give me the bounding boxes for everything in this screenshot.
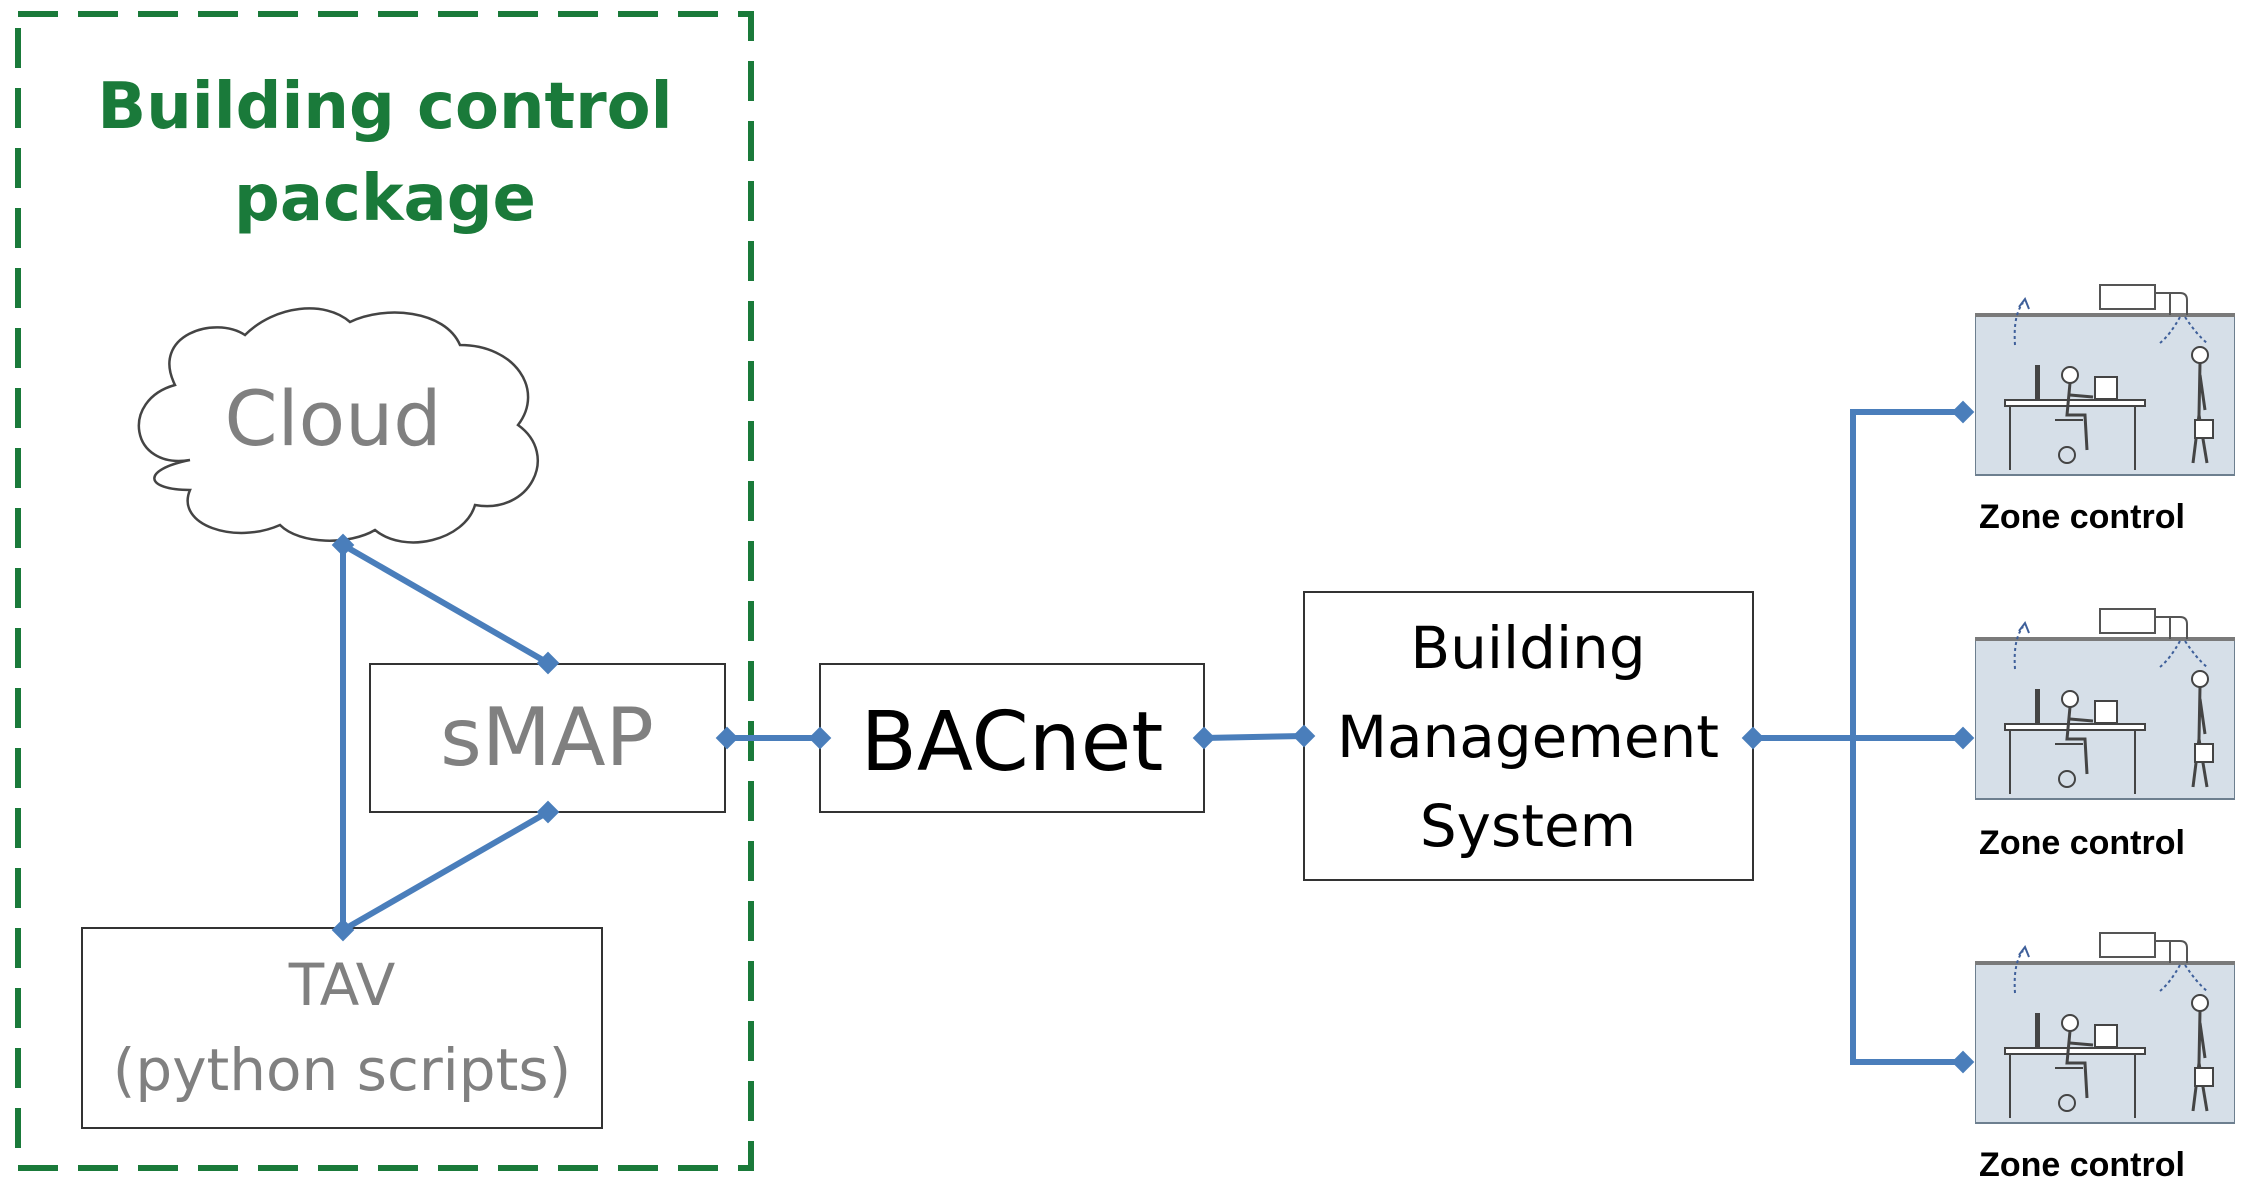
office-zone-icon xyxy=(1975,933,2235,1123)
smap-node xyxy=(369,663,726,813)
bacnet-label: BACnet xyxy=(861,695,1164,790)
tav-to-smap-connector xyxy=(340,809,551,933)
cloud-label: Cloud xyxy=(224,374,441,463)
tav-label-line1: TAV xyxy=(288,951,396,1019)
zone-control-2: Zone control xyxy=(1975,609,2235,862)
smap-label: sMAP xyxy=(440,691,654,784)
zone-label: Zone control xyxy=(1979,824,2185,862)
cloud-to-smap-connector xyxy=(340,542,551,666)
connectors xyxy=(340,409,1966,1065)
bms-label-line2: Management xyxy=(1337,703,1719,771)
tav-label-line2: (python scripts) xyxy=(113,1036,571,1104)
tav-node xyxy=(81,927,603,1129)
zone-control-3: Zone control xyxy=(1975,933,2235,1182)
cloud-icon xyxy=(137,307,539,544)
bacnet-to-bms-connector xyxy=(1201,733,1307,741)
zone-label: Zone control xyxy=(1979,498,2185,536)
office-zone-icon xyxy=(1975,285,2235,475)
bms-label-line3: System xyxy=(1420,792,1636,860)
zone-label: Zone control xyxy=(1979,1146,2185,1182)
building-control-package-boundary xyxy=(15,11,754,1171)
bacnet-node xyxy=(819,663,1205,813)
connector-endpoints xyxy=(331,400,1975,1074)
package-title-line2: package xyxy=(234,162,536,236)
zone-control-1: Zone control xyxy=(1975,285,2235,536)
bms-node xyxy=(1303,591,1754,881)
office-zone-icon xyxy=(1975,609,2235,799)
bms-label-line1: Building xyxy=(1410,614,1645,682)
package-title-line1: Building control xyxy=(97,70,672,144)
